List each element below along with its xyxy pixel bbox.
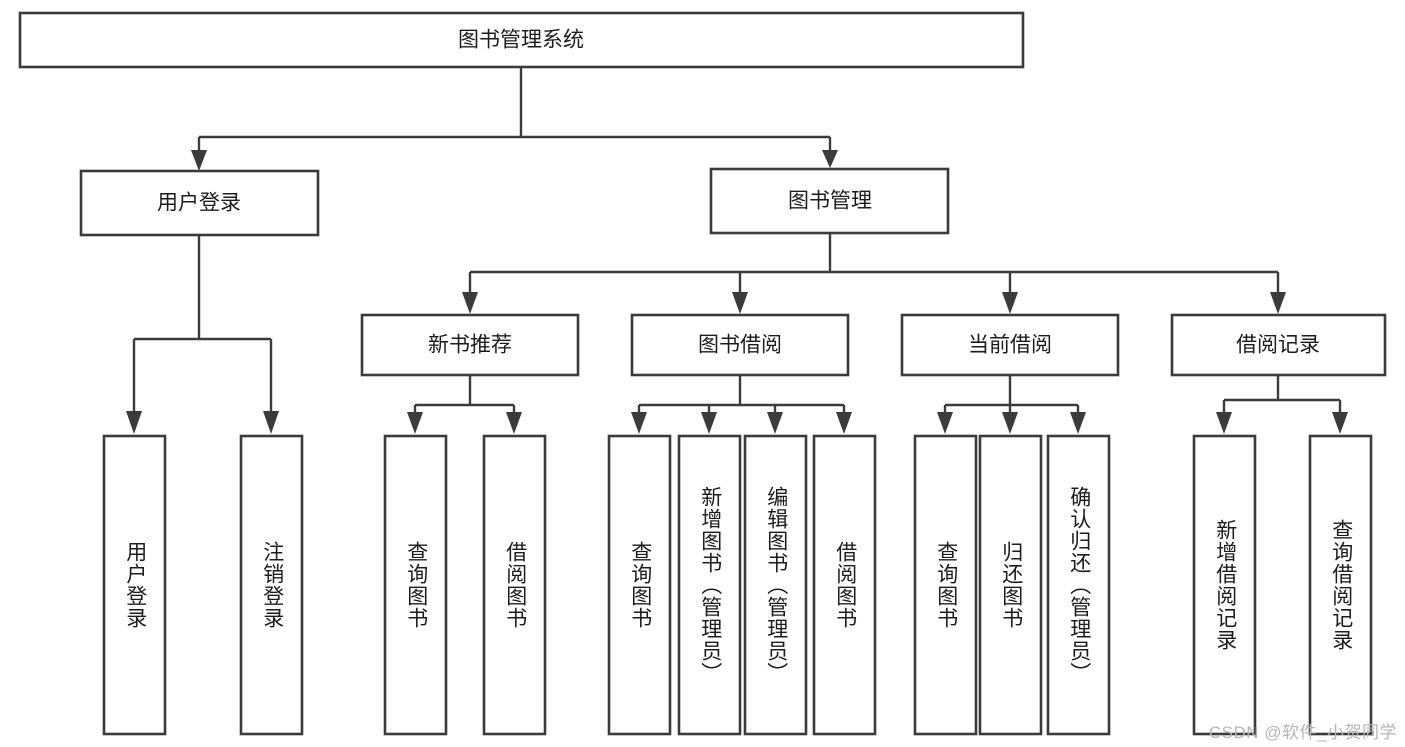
- connector-book-mgmt-to-level3: [462, 233, 1286, 314]
- node-user-login-label: 用户登录: [157, 192, 241, 215]
- watermark-text: CSDN @软件_小贺同学: [1208, 723, 1397, 742]
- leaf-box-book-borrow-3[interactable]: [743, 434, 808, 736]
- connector-current-borrow-to-leaves: [937, 375, 1086, 434]
- connector-user-login-to-leaves: [126, 235, 279, 434]
- node-book-management[interactable]: 图书管理: [709, 167, 950, 235]
- node-new-book-recommend[interactable]: 新书推荐: [360, 313, 580, 377]
- connector-borrow-record-to-leaves: [1216, 375, 1348, 434]
- connector-root-to-level2: [191, 67, 838, 171]
- node-borrow-record-label: 借阅记录: [1236, 334, 1320, 357]
- node-current-borrow-label: 当前借阅: [968, 334, 1052, 357]
- node-book-borrow[interactable]: 图书借阅: [630, 313, 850, 377]
- node-root-book-management-system[interactable]: 图书管理系统: [18, 11, 1025, 69]
- leaf-box-book-borrow-1[interactable]: [607, 434, 672, 736]
- node-new-book-recommend-label: 新书推荐: [428, 334, 512, 357]
- leaf-box-user-login-2[interactable]: [239, 434, 304, 736]
- leaf-box-borrow-record-1[interactable]: [1192, 434, 1257, 736]
- node-book-borrow-label: 图书借阅: [698, 334, 782, 357]
- node-current-borrow[interactable]: 当前借阅: [900, 313, 1120, 377]
- node-root-label: 图书管理系统: [458, 29, 584, 52]
- leaf-box-current-borrow-3[interactable]: [1046, 434, 1111, 736]
- leaf-box-book-borrow-4[interactable]: [812, 434, 877, 736]
- leaf-box-current-borrow-2[interactable]: [978, 434, 1043, 736]
- leaf-box-new-book-1[interactable]: [383, 434, 448, 736]
- node-borrow-record[interactable]: 借阅记录: [1170, 313, 1387, 377]
- leaf-box-book-borrow-2[interactable]: [677, 434, 742, 736]
- leaf-box-current-borrow-1[interactable]: [913, 434, 978, 736]
- leaf-box-user-login-1[interactable]: [102, 434, 167, 736]
- node-user-login[interactable]: 用户登录: [79, 169, 320, 237]
- connector-book-borrow-to-leaves: [631, 375, 852, 434]
- connector-new-book-to-leaves: [407, 375, 522, 434]
- leaf-box-new-book-2[interactable]: [482, 434, 547, 736]
- leaf-box-borrow-record-2[interactable]: [1308, 434, 1373, 736]
- node-book-management-label: 图书管理: [788, 190, 872, 213]
